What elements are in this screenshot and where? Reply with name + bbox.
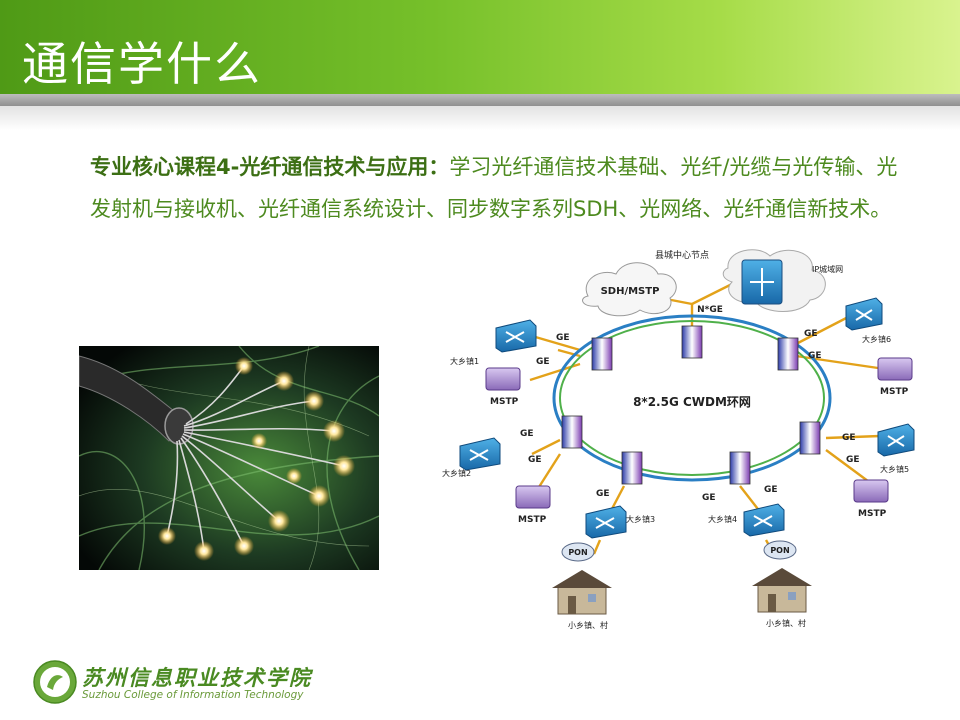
course-lead: 专业核心课程4-光纤通信技术与应用： — [90, 155, 450, 179]
ring-label: 8*2.5G CWDM环网 — [633, 395, 751, 409]
switch-icon — [495, 319, 537, 353]
switch-icon — [585, 505, 627, 539]
cwdm-network-diagram: 8*2.5G CWDM环网 县城中心节点 N*GE SDH/MSTP IP城域网 — [442, 249, 915, 630]
slide-title: 通信学什么 — [22, 37, 262, 91]
college-logo — [33, 660, 77, 704]
mstp-device-icon — [877, 357, 913, 381]
switch-icon — [459, 437, 501, 471]
ge-label: GE — [764, 485, 778, 495]
header-shadow — [0, 106, 960, 130]
svg-text:PON: PON — [568, 548, 587, 557]
college-name-cn: 苏州信息职业技术学院 — [82, 665, 312, 690]
ring-nodes — [561, 325, 821, 485]
mstp-label: MSTP — [880, 387, 909, 397]
title-header — [0, 0, 960, 94]
nge-label: N*GE — [697, 305, 723, 315]
course-text: 学习光纤通信技术基础、光纤/光缆与光传输、光发射机与接收机、光纤通信系统设计、同… — [90, 155, 898, 221]
ge-label: GE — [556, 333, 570, 343]
mstp-label: MSTP — [518, 515, 547, 525]
pon-node-right: PON — [763, 540, 797, 560]
switch-icon — [877, 423, 915, 457]
svg-text:SDH/MSTP: SDH/MSTP — [601, 286, 660, 297]
mstp-label: MSTP — [490, 397, 519, 407]
svg-text:PON: PON — [770, 546, 789, 555]
center-node-label: 县城中心节点 — [655, 249, 709, 261]
ip-metro-network: IP城域网 — [722, 249, 843, 312]
town-label: 大乡镇2 — [442, 468, 471, 478]
switch-icon — [845, 297, 883, 331]
sdh-mstp-cloud: SDH/MSTP — [582, 262, 677, 317]
fiber-optic-photo — [79, 346, 379, 570]
ge-label: GE — [804, 329, 818, 339]
village-house-icon — [752, 568, 812, 613]
mstp-label: MSTP — [858, 509, 887, 519]
ip-network-label: IP城域网 — [812, 264, 843, 274]
ge-label: GE — [520, 429, 534, 439]
village-label: 小乡镇、村 — [568, 620, 608, 630]
mstp-device-icon — [853, 479, 889, 503]
town-label: 大乡镇5 — [880, 464, 909, 474]
village-label: 小乡镇、村 — [766, 618, 806, 628]
town-label: 大乡镇4 — [708, 514, 737, 524]
course-description: 专业核心课程4-光纤通信技术与应用：学习光纤通信技术基础、光纤/光缆与光传输、光… — [90, 146, 900, 230]
cwdm-ring — [552, 314, 832, 482]
cwdm-ring-inner — [559, 320, 825, 476]
town-label: 大乡镇6 — [862, 334, 891, 344]
header-divider — [0, 94, 960, 106]
village-house-icon — [552, 570, 612, 615]
college-name-en: Suzhou College of Information Technology — [82, 689, 304, 701]
ge-label: GE — [808, 351, 822, 361]
ge-label: GE — [846, 455, 860, 465]
ge-label: GE — [702, 493, 716, 503]
pon-node-left: PON — [561, 542, 595, 562]
mstp-devices — [485, 357, 913, 509]
switch-icon — [743, 503, 785, 537]
ge-label: GE — [596, 489, 610, 499]
ge-label: GE — [536, 357, 550, 367]
switches — [459, 297, 915, 539]
ge-label: GE — [528, 455, 542, 465]
mstp-device-icon — [485, 367, 521, 391]
mstp-device-icon — [515, 485, 551, 509]
town-label: 大乡镇3 — [626, 514, 655, 524]
ge-label: GE — [842, 433, 856, 443]
town-label: 大乡镇1 — [450, 356, 479, 366]
